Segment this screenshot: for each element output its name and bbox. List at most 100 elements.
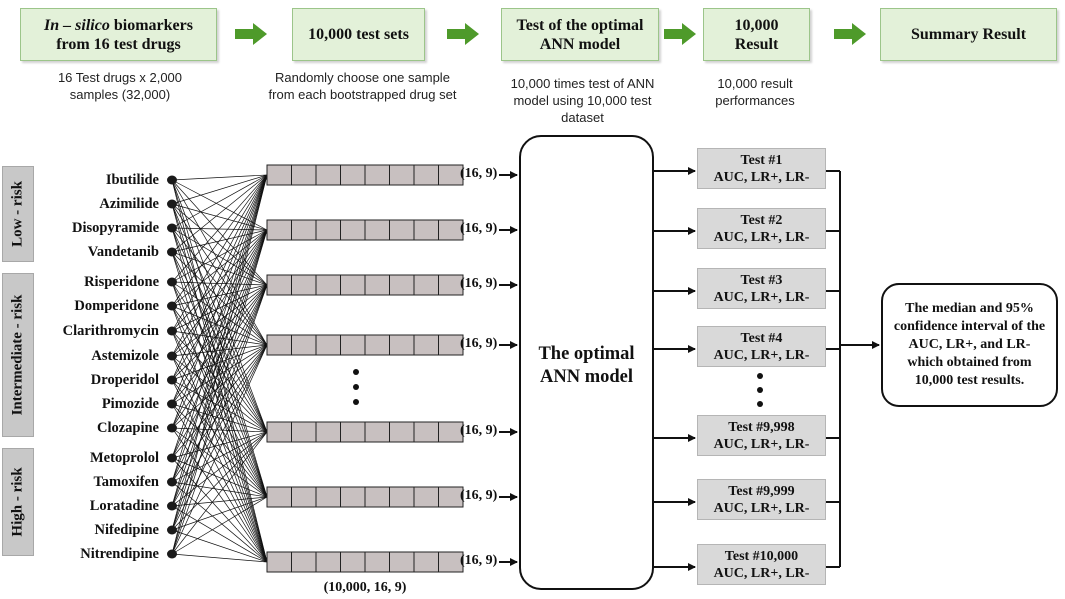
- connection-line: [171, 174, 268, 459]
- connection-line: [171, 174, 268, 357]
- connection-line: [171, 229, 268, 357]
- connection-line: [171, 174, 268, 205]
- ann-model-line1: The optimal: [538, 344, 635, 364]
- feature-cell: [389, 551, 415, 573]
- connection-line: [171, 505, 268, 563]
- feature-cell: [266, 219, 292, 241]
- green-arrow-3: [664, 23, 696, 45]
- shape-label: (16, 9): [460, 276, 498, 291]
- risk-label-intermediate: Intermediate - risk: [9, 294, 26, 416]
- feature-cell: [364, 551, 390, 573]
- connection-line: [171, 344, 268, 555]
- result-box: 10,000 Result: [703, 8, 810, 61]
- test-name: Test #9,999: [728, 484, 795, 499]
- summary-result-label: Summary Result: [910, 26, 1027, 43]
- connection-line: [171, 229, 268, 307]
- feature-cell: [291, 164, 317, 186]
- note-ann-test-line3: dataset: [561, 110, 604, 125]
- shape-label: (16, 9): [460, 423, 498, 438]
- green-arrow-2: [447, 23, 479, 45]
- connection-line: [171, 227, 268, 433]
- connection-line: [171, 203, 268, 286]
- note-performances-line1: 10,000 result: [717, 76, 793, 91]
- summary-result-box: Summary Result: [880, 8, 1057, 61]
- feature-cell: [266, 164, 292, 186]
- risk-bar-low: Low - risk: [2, 166, 34, 262]
- connection-line: [171, 229, 268, 381]
- connection-line: [171, 330, 268, 563]
- connection-line: [171, 174, 268, 229]
- input-node: [167, 477, 177, 487]
- connection-line: [171, 379, 268, 498]
- note-ann-test-line1: 10,000 times test of ANN: [510, 76, 655, 91]
- connection-line: [171, 529, 268, 563]
- summary-text: The median and 95% confidence interval o…: [893, 301, 1046, 388]
- connection-line: [171, 174, 268, 555]
- connection-line: [171, 355, 268, 563]
- drug-label: Ibutilide: [105, 172, 159, 188]
- connection-line: [171, 457, 268, 498]
- connection-line: [171, 481, 268, 563]
- connection-line: [171, 284, 268, 332]
- connection-lines: [171, 174, 268, 563]
- drug-label: Loratadine: [89, 498, 159, 514]
- note-random-line1: Randomly choose one sample: [275, 70, 450, 85]
- test-sets-box: 10,000 test sets: [292, 8, 425, 61]
- test-set-row: [266, 274, 464, 296]
- feature-cell: [340, 164, 366, 186]
- feature-cell: [266, 334, 292, 356]
- connection-line: [171, 431, 268, 507]
- connection-line: [171, 431, 268, 459]
- test-metrics: AUC, LR+, LR-: [713, 348, 810, 363]
- feature-cell: [340, 274, 366, 296]
- biomarkers-line1: biomarkers: [109, 16, 193, 34]
- feature-cell: [364, 164, 390, 186]
- drug-label: Tamoxifen: [93, 474, 159, 490]
- risk-label-low: Low - risk: [9, 181, 26, 247]
- feature-cell: [315, 486, 341, 508]
- feature-cell: [389, 334, 415, 356]
- connection-line: [171, 431, 268, 531]
- note-ann-test: 10,000 times test of ANN model using 10,…: [490, 75, 675, 126]
- connection-line: [171, 229, 268, 459]
- feature-cell: [315, 274, 341, 296]
- feature-cell: [438, 274, 464, 296]
- feature-cell: [389, 421, 415, 443]
- connection-line: [171, 174, 268, 507]
- test-metrics: AUC, LR+, LR-: [713, 501, 810, 516]
- result-line1: 10,000: [734, 16, 779, 34]
- feature-cell: [389, 486, 415, 508]
- connection-line: [171, 174, 268, 332]
- feature-cell: [438, 486, 464, 508]
- feature-cell: [364, 334, 390, 356]
- feature-cell: [340, 551, 366, 573]
- input-node: [167, 399, 177, 409]
- connection-line: [171, 344, 268, 429]
- drug-label: Azimilide: [99, 196, 159, 212]
- feature-cell: [291, 421, 317, 443]
- feature-cell: [413, 421, 439, 443]
- connection-line: [171, 174, 268, 483]
- risk-bar-high: High - risk: [2, 448, 34, 556]
- connection-line: [171, 284, 268, 507]
- note-random-line2: from each bootstrapped drug set: [268, 87, 457, 102]
- feature-cell: [340, 334, 366, 356]
- test-metrics: AUC, LR+, LR-: [713, 566, 810, 581]
- feature-cell: [291, 334, 317, 356]
- feature-cell: [315, 551, 341, 573]
- ann-test-line1: Test of the optimal: [516, 16, 644, 34]
- drug-label: Nitrendipine: [80, 546, 159, 562]
- shape-label: (16, 9): [460, 336, 498, 351]
- note-ann-test-line2: model using 10,000 test: [513, 93, 652, 108]
- feature-cell: [413, 551, 439, 573]
- drug-label: Astemizole: [91, 348, 159, 364]
- connection-line: [171, 229, 268, 531]
- green-arrow-1: [235, 23, 267, 45]
- result-line2: Result: [734, 35, 779, 53]
- feature-cell: [438, 421, 464, 443]
- shape-label: (16, 9): [460, 166, 498, 181]
- drug-label: Nifedipine: [94, 522, 159, 538]
- test-set-rows: [266, 164, 464, 573]
